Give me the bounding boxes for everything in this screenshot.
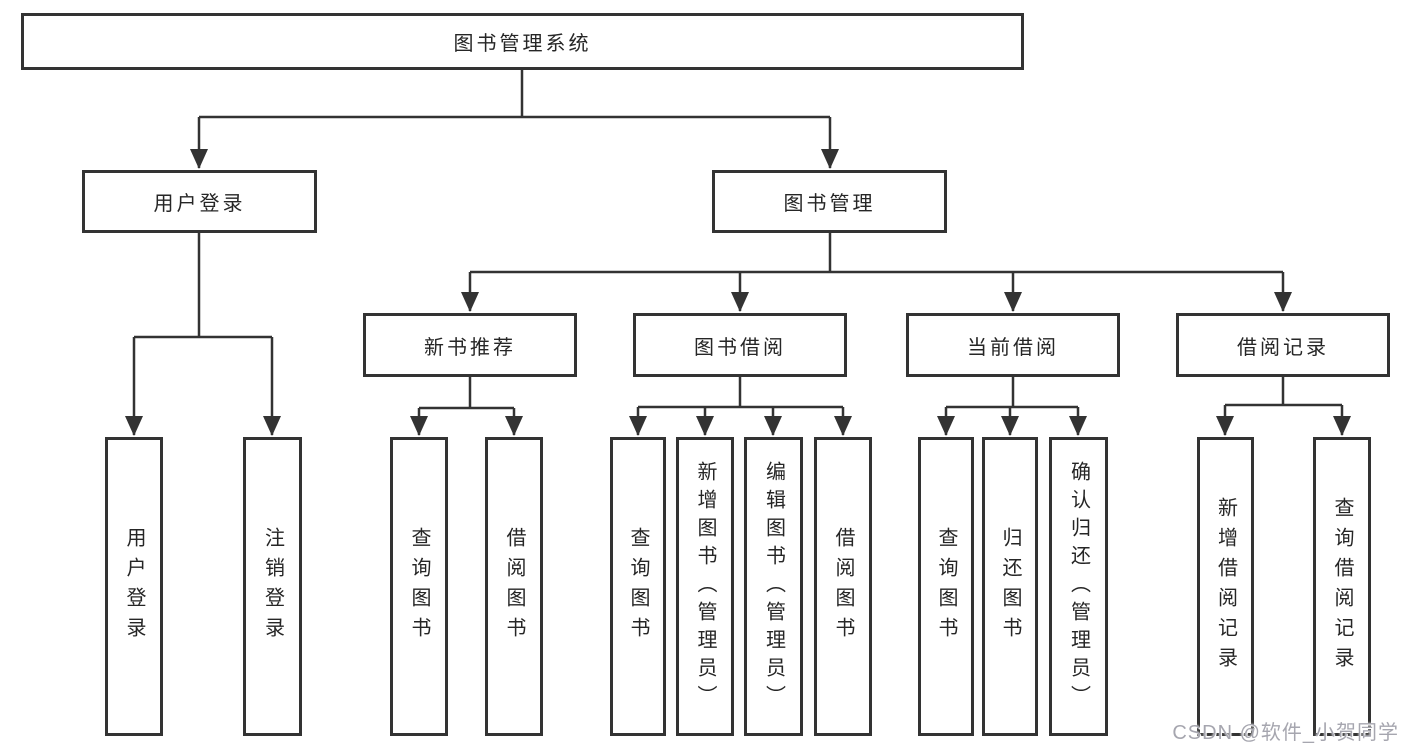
leaf-query-borrow-record: 查询借阅记录 bbox=[1313, 437, 1371, 736]
node-book-management: 图书管理 bbox=[712, 170, 947, 233]
leaf-confirm-return-admin: 确认归还（管理员） bbox=[1049, 437, 1108, 736]
leaf-logout: 注销登录 bbox=[243, 437, 302, 736]
node-borrowing-records: 借阅记录 bbox=[1176, 313, 1390, 377]
leaf-user-login: 用户登录 bbox=[105, 437, 163, 736]
leaf-borrow-books-borrowing: 借阅图书 bbox=[814, 437, 872, 736]
node-new-book-recommendation: 新书推荐 bbox=[363, 313, 577, 377]
leaf-query-books-current: 查询图书 bbox=[918, 437, 974, 736]
leaf-edit-books-admin: 编辑图书（管理员） bbox=[744, 437, 803, 736]
leaf-add-books-admin: 新增图书（管理员） bbox=[676, 437, 734, 736]
leaf-return-books: 归还图书 bbox=[982, 437, 1038, 736]
node-user-login: 用户登录 bbox=[82, 170, 317, 233]
node-book-borrowing: 图书借阅 bbox=[633, 313, 847, 377]
node-current-borrowing: 当前借阅 bbox=[906, 313, 1120, 377]
leaf-add-borrow-record: 新增借阅记录 bbox=[1197, 437, 1254, 736]
leaf-query-books-recommend: 查询图书 bbox=[390, 437, 448, 736]
leaf-borrow-books-recommend: 借阅图书 bbox=[485, 437, 543, 736]
csdn-watermark: CSDN @软件_小贺同学 bbox=[1172, 722, 1399, 744]
leaf-query-books-borrowing: 查询图书 bbox=[610, 437, 666, 736]
node-library-management-system: 图书管理系统 bbox=[21, 13, 1024, 70]
